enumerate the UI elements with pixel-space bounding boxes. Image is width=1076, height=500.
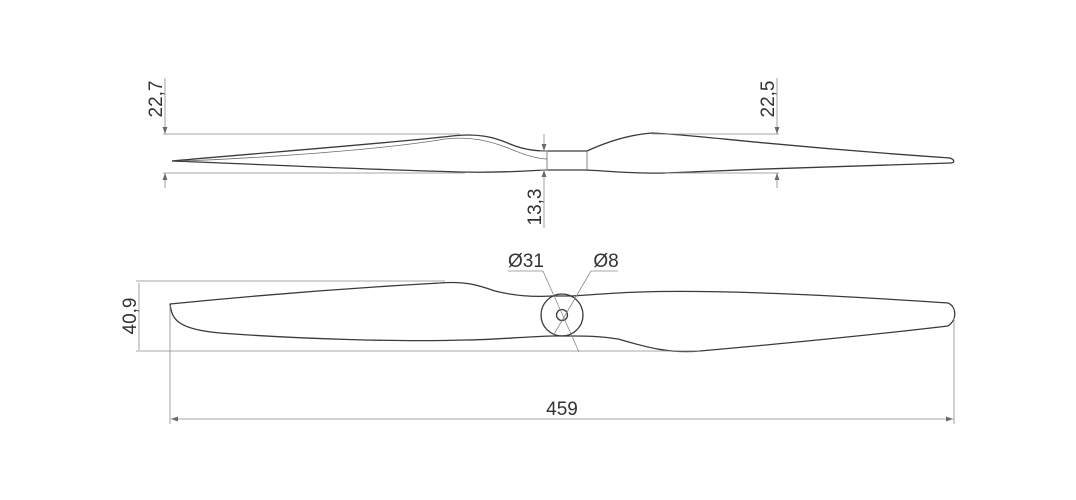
side-view — [171, 132, 955, 174]
side-view-blade-inner-edge — [183, 137, 548, 162]
top-view — [169, 281, 956, 353]
side-view-dimensions: 22,7 22,5 13,3 — [146, 78, 780, 228]
dim-hub-diameter-label: Ø31 — [508, 251, 544, 272]
side-view-hub-face — [546, 151, 588, 170]
dim-hub-thickness-label: 13,3 — [525, 189, 546, 226]
dim-bore-diameter-label: Ø8 — [593, 251, 618, 272]
dim-max-chord-label: 40,9 — [120, 298, 141, 335]
dim-overall-length-label: 459 — [546, 399, 578, 420]
dim-hub-diameter-leader — [542, 270, 580, 353]
side-view-blade-upper-outline — [171, 132, 955, 164]
bore-circle — [555, 308, 569, 322]
dim-tip-right-thickness-label: 22,5 — [758, 81, 779, 118]
top-view-dimensions: 40,9 459 Ø31 Ø8 — [120, 251, 955, 424]
side-view-blade-lower-outline — [171, 160, 951, 174]
hub-circle — [540, 293, 584, 337]
top-view-blade-outline — [169, 281, 956, 353]
dim-bore-diameter-leader — [552, 270, 592, 337]
dim-tip-left-thickness-label: 22,7 — [146, 81, 167, 118]
